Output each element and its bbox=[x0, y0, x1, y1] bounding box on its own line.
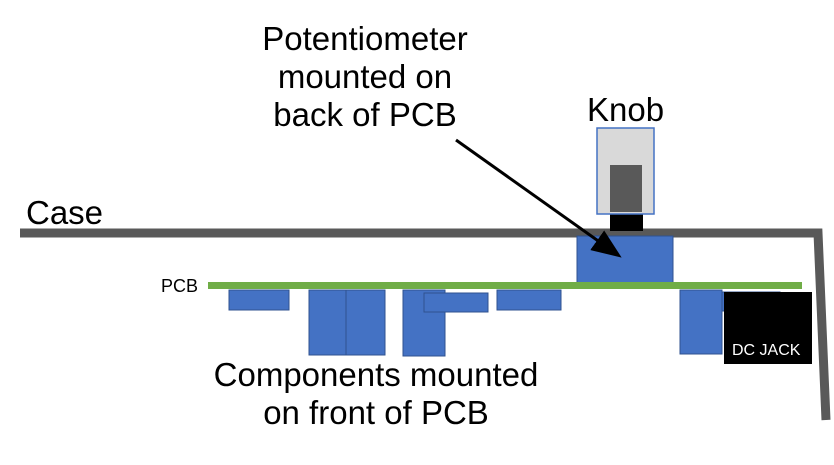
potentiometer-label: Potentiometer mounted on back of PCB bbox=[250, 20, 480, 134]
potentiometer-arrow bbox=[455, 138, 622, 258]
component bbox=[423, 292, 489, 313]
components-label-line-1: Components mounted bbox=[213, 356, 539, 393]
potentiometer-body bbox=[576, 235, 674, 286]
component bbox=[496, 289, 562, 311]
potentiometer-label-line-3: back of PCB bbox=[273, 95, 457, 133]
component bbox=[679, 289, 723, 355]
components-label: Components mounted on front of PCB bbox=[196, 356, 556, 432]
case-label: Case bbox=[26, 194, 104, 231]
pcb-label: PCB bbox=[161, 276, 199, 296]
component bbox=[345, 289, 386, 356]
knob-shaft bbox=[610, 212, 643, 231]
component bbox=[228, 289, 290, 311]
case-outline bbox=[20, 228, 831, 421]
dc-jack bbox=[724, 292, 812, 364]
component bbox=[308, 289, 347, 356]
knob-inner bbox=[610, 165, 642, 212]
dc-jack-label: DC JACK bbox=[732, 342, 801, 359]
pcb-board bbox=[208, 282, 802, 289]
potentiometer-label-line-1: Potentiometer bbox=[262, 20, 468, 57]
front-components bbox=[228, 289, 781, 357]
knob-label: Knob bbox=[587, 91, 665, 128]
potentiometer-label-line-2: mounted on bbox=[277, 57, 453, 95]
components-label-line-2: on front of PCB bbox=[263, 393, 489, 431]
